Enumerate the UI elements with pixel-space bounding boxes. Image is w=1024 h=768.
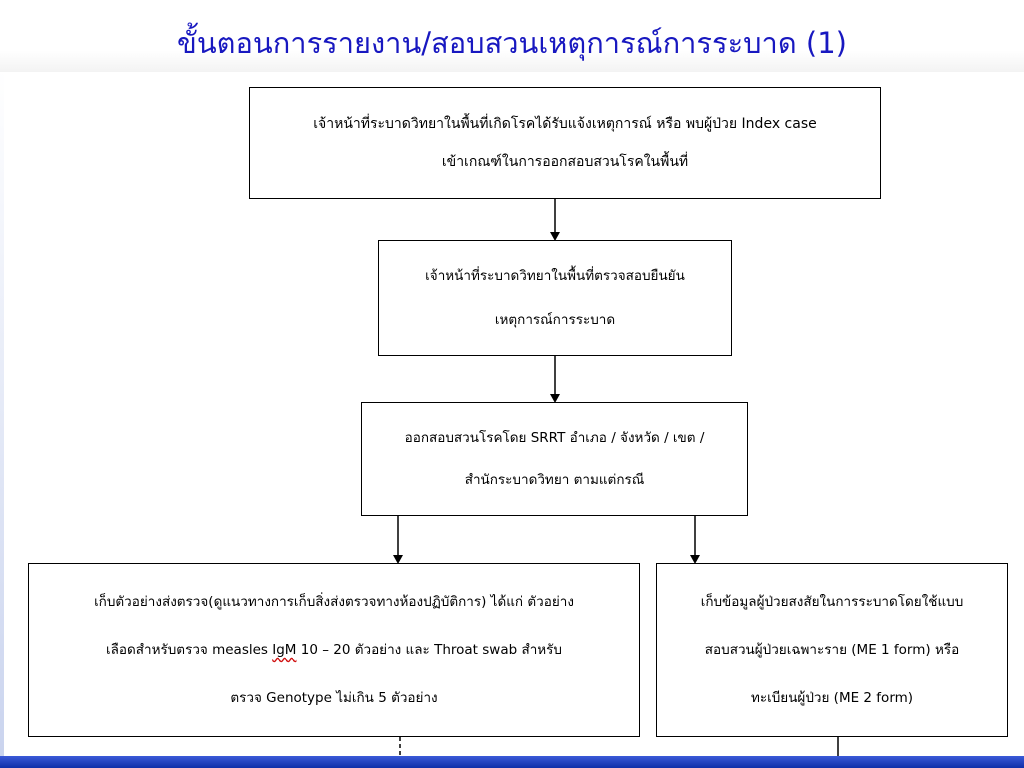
left-edge-strip xyxy=(0,70,4,768)
step4b-line2: สอบสวนผู้ป่วยเฉพาะราย (ME 1 form) หรือ xyxy=(704,642,960,658)
slide-title: ขั้นตอนการรายงาน/สอบสวนเหตุการณ์การระบาด… xyxy=(177,26,847,60)
step1-line2: เข้าเกณฑ์ในการออกสอบสวนโรคในพื้นที่ xyxy=(441,154,689,170)
step3-line1: ออกสอบสวนโรคโดย SRRT อำเภอ / จังหวัด / เ… xyxy=(404,430,705,446)
step2-line2: เหตุการณ์การระบาด xyxy=(494,312,616,328)
bottom-bar xyxy=(0,756,1024,768)
step3-box: ออกสอบสวนโรคโดย SRRT อำเภอ / จังหวัด / เ… xyxy=(361,402,748,516)
step3-line2: สำนักระบาดวิทยา ตามแต่กรณี xyxy=(464,472,645,488)
step4b-patient-data-box: เก็บข้อมูลผู้ป่วยสงสัยในการระบาดโดยใช้แบ… xyxy=(656,563,1008,737)
step4a-line2: เลือดสำหรับตรวจ measles IgM 10 – 20 ตัวอ… xyxy=(106,626,562,674)
arrowhead-1-to-2 xyxy=(550,232,560,241)
title-band xyxy=(0,0,1024,72)
spellcheck-marked-word: IgM xyxy=(272,642,297,658)
step4a-sample-collection-box: เก็บตัวอย่างส่งตรวจ(ดูแนวทางการเก็บสิ่งส… xyxy=(28,563,640,737)
step1-line1: เจ้าหน้าที่ระบาดวิทยาในพื้นที่เกิดโรคได้… xyxy=(313,116,817,132)
step4b-line3: ทะเบียนผู้ป่วย (ME 2 form) xyxy=(750,690,914,706)
step2-line1: เจ้าหน้าที่ระบาดวิทยาในพื้นที่ตรวจสอบยืน… xyxy=(425,268,685,284)
arrowhead-2-to-3 xyxy=(550,394,560,403)
arrowhead-3-to-4b xyxy=(690,555,700,564)
step4a-line2-pre: เลือดสำหรับตรวจ measles xyxy=(106,642,273,658)
step4a-line1: เก็บตัวอย่างส่งตรวจ(ดูแนวทางการเก็บสิ่งส… xyxy=(94,594,574,610)
step4b-line1: เก็บข้อมูลผู้ป่วยสงสัยในการระบาดโดยใช้แบ… xyxy=(700,594,964,610)
step2-box: เจ้าหน้าที่ระบาดวิทยาในพื้นที่ตรวจสอบยืน… xyxy=(378,240,732,356)
arrowhead-3-to-4a xyxy=(393,555,403,564)
step4a-line2-post: 10 – 20 ตัวอย่าง และ Throat swab สำหรับ xyxy=(296,642,562,658)
step4a-line3: ตรวจ Genotype ไม่เกิน 5 ตัวอย่าง xyxy=(230,690,438,706)
step1-box: เจ้าหน้าที่ระบาดวิทยาในพื้นที่เกิดโรคได้… xyxy=(249,87,881,199)
